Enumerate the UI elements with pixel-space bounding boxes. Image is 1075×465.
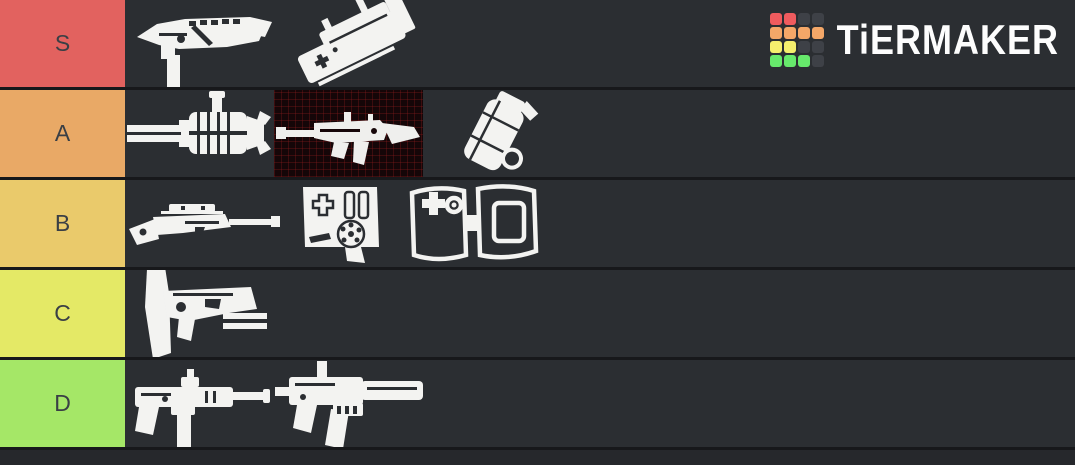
cylinder-launcher-icon (127, 91, 271, 155)
tier-label-d: D (0, 360, 125, 447)
grid-cell (783, 13, 796, 25)
grid-cell (783, 27, 796, 39)
tier-row-c-content (125, 270, 1075, 357)
tier-row-a: A (0, 90, 1075, 180)
rifle-red-grid-icon (276, 112, 420, 165)
grid-cell (811, 55, 824, 67)
tier-item[interactable] (125, 270, 283, 357)
grid-cell (769, 41, 782, 53)
ammo-box-icon (302, 187, 379, 263)
tier-label-a: A (0, 90, 125, 177)
tier-label-s: S (0, 0, 125, 87)
tier-row-b-content (125, 180, 1075, 267)
tier-item[interactable] (423, 90, 572, 177)
sniper-rifle-icon (129, 204, 280, 245)
tier-item[interactable] (125, 360, 273, 447)
tier-item[interactable] (125, 90, 274, 177)
grid-cell (769, 13, 782, 25)
grid-cell (769, 55, 782, 67)
tier-row-a-content (125, 90, 1075, 177)
tier-item[interactable] (397, 180, 549, 267)
tier-item[interactable] (125, 180, 285, 267)
bullpup-weapon-icon (145, 270, 267, 357)
grenade-canister-icon (464, 91, 539, 171)
tier-row-b: B (0, 180, 1075, 270)
grid-cell (797, 55, 810, 67)
tier-row-c: C (0, 270, 1075, 360)
grid-cell (797, 41, 810, 53)
tier-label-c: C (0, 270, 125, 357)
tier-item[interactable] (275, 0, 433, 87)
tilted-medkit-device-icon (297, 0, 416, 87)
tier-item[interactable] (285, 180, 397, 267)
tier-label-b: B (0, 180, 125, 267)
tier-item[interactable] (274, 90, 423, 177)
grid-cell (783, 55, 796, 67)
grid-cell (797, 27, 810, 39)
tier-item[interactable] (125, 0, 275, 87)
grid-cell (797, 13, 810, 25)
suppressed-smg-icon (275, 361, 423, 447)
tiermaker-wordmark: TiERMAKER (836, 15, 1059, 64)
grid-cell (783, 41, 796, 53)
grid-cell (769, 27, 782, 39)
tiermaker-logo[interactable]: TiERMAKER (769, 13, 1059, 67)
tiermaker-grid-icon (769, 13, 824, 67)
grid-cell (811, 27, 824, 39)
tier-row-d-content (125, 360, 1075, 447)
tier-item[interactable] (273, 360, 443, 447)
smg-icon (135, 369, 270, 447)
futuristic-shotgun-icon (137, 17, 272, 87)
tier-row-d: D (0, 360, 1075, 450)
medkit-case-icon (409, 184, 539, 262)
tier-row-s-content (125, 0, 1075, 87)
grid-cell (811, 41, 824, 53)
tier-row-s: S (0, 0, 1075, 90)
grid-cell (811, 13, 824, 25)
